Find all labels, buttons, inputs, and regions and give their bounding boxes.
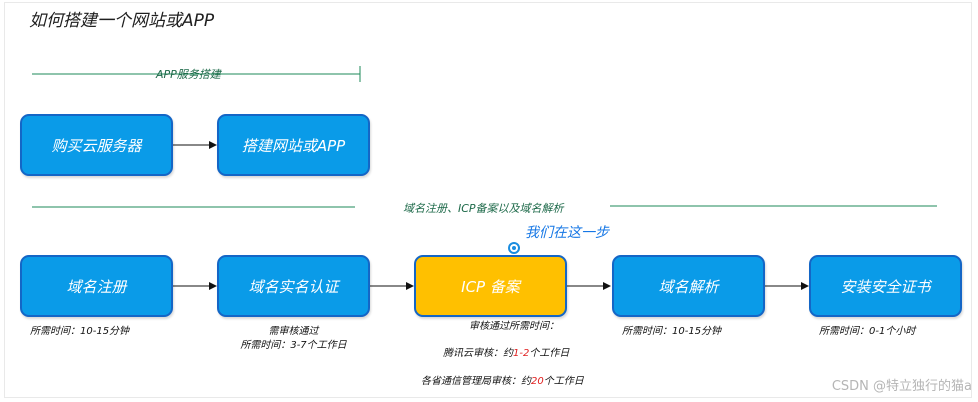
domain-section-label: 域名注册、ICP备案以及域名解析	[403, 202, 564, 215]
ssl-install-node: 安装安全证书	[809, 255, 962, 317]
watermark: CSDN @特立独行的猫a	[831, 379, 972, 394]
icp-filing-node: ICP 备案	[414, 255, 567, 317]
icp-province-value: 20	[531, 376, 544, 387]
domain-register-node: 域名注册	[20, 255, 173, 317]
auth-note-line2: 所需时间：3-7个工作日	[240, 340, 347, 351]
register-time-note: 所需时间：10-15分钟	[30, 326, 130, 337]
icp-note-tencent: 腾讯云审核：约1-2个工作日	[443, 347, 569, 361]
icp-note-province: 各省通信管理局审核：约20个工作日	[421, 375, 584, 389]
icp-province-suffix: 个工作日	[543, 376, 584, 387]
realname-auth-node: 域名实名认证	[217, 255, 370, 317]
icp-tencent-suffix: 个工作日	[529, 348, 570, 359]
icp-province-prefix: 各省通信管理局审核：约	[421, 376, 531, 387]
buy-server-node: 购买云服务器	[20, 114, 173, 176]
build-site-node: 搭建网站或APP	[217, 114, 370, 176]
auth-note: 需审核通过 所需时间：3-7个工作日	[217, 325, 370, 353]
ssl-time-note: 所需时间：0-1个小时	[819, 326, 916, 337]
page-frame	[4, 2, 972, 398]
auth-note-line1: 需审核通过	[268, 326, 319, 337]
icp-tencent-value: 1-2	[513, 348, 530, 359]
current-step-marker-icon	[508, 242, 520, 254]
current-step-callout: 我们在这一步	[525, 225, 609, 241]
resolve-time-note: 所需时间：10-15分钟	[622, 326, 722, 337]
icp-tencent-prefix: 腾讯云审核：约	[443, 348, 513, 359]
app-section-label: APP服务搭建	[156, 68, 221, 81]
page-title: 如何搭建一个网站或APP	[29, 11, 215, 31]
icp-note-heading: 审核通过所需时间：	[469, 321, 559, 332]
domain-resolve-node: 域名解析	[612, 255, 765, 317]
